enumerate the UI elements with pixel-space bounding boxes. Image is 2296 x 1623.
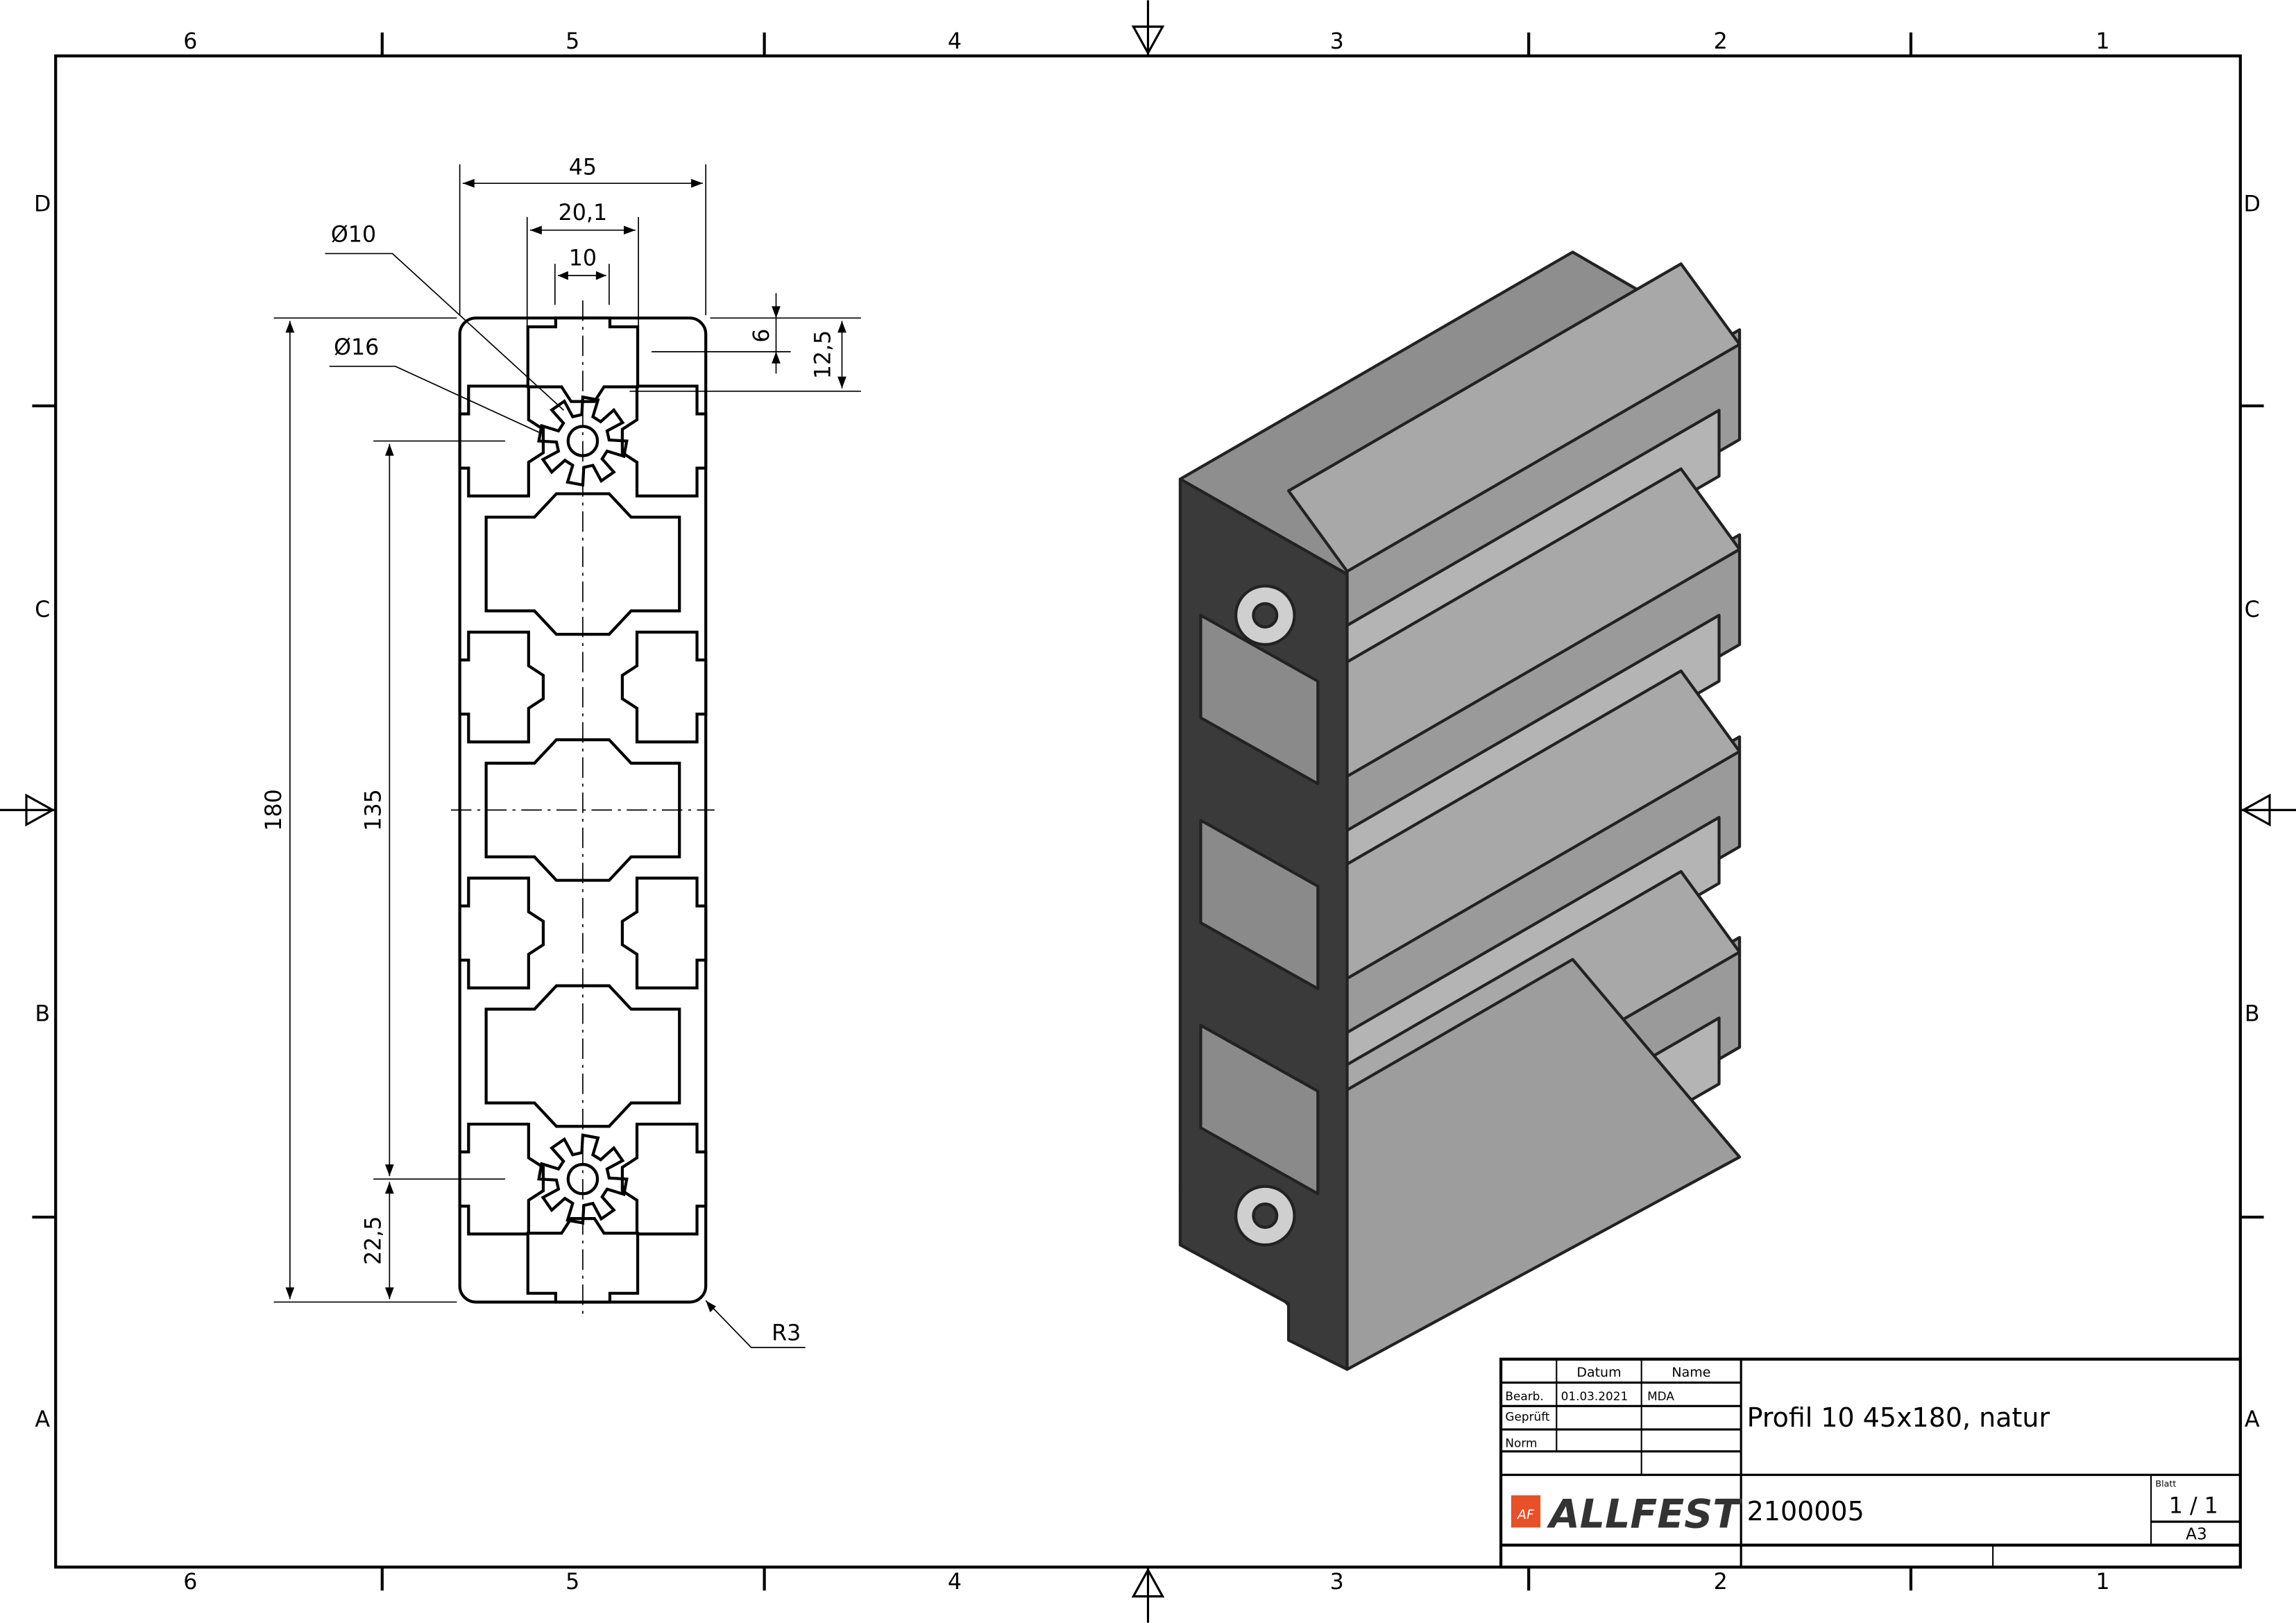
part-number: 2100005 — [1747, 1496, 1864, 1527]
zone-row-label: A — [35, 1407, 50, 1432]
front-cavity — [1199, 819, 1320, 990]
zone-row-label: B — [35, 1001, 50, 1026]
zone-row-label: D — [2244, 192, 2261, 216]
dim-slot-opening: 10 — [569, 246, 597, 271]
dim-bore-large: Ø16 — [334, 335, 379, 360]
row-checked-label: Geprüft — [1505, 1409, 1549, 1423]
inner-cavity — [484, 492, 681, 636]
zone-column-label: 2 — [1714, 29, 1728, 54]
t-slot — [620, 1122, 708, 1236]
dimensions — [273, 164, 861, 1348]
zone-row-label: D — [34, 192, 51, 216]
zone-column-label: 4 — [948, 29, 962, 54]
col-name-header: Name — [1672, 1365, 1710, 1380]
front-bore-core — [1252, 1202, 1279, 1229]
zone-row-label: C — [2245, 597, 2260, 622]
dim-radius: R3 — [772, 1320, 801, 1345]
front-cavity — [1199, 1023, 1320, 1196]
drawing-title: Profil 10 45x180, natur — [1747, 1402, 2050, 1433]
zone-column-label: 5 — [566, 1570, 579, 1595]
zone-column-label: 6 — [183, 29, 197, 54]
inner-cavity — [484, 738, 681, 882]
svg-text:ALLFEST: ALLFEST — [1547, 1491, 1743, 1537]
t-slot — [458, 630, 545, 744]
dim-height-pitch: 135 — [362, 789, 386, 831]
sheet-number: 1 / 1 — [2169, 1493, 2218, 1518]
drawn-name: MDA — [1647, 1389, 1674, 1403]
side-rail — [1286, 262, 1742, 573]
dim-bore-small: Ø10 — [331, 223, 376, 248]
center-bore — [537, 1133, 629, 1225]
zone-row-label: C — [35, 597, 50, 622]
t-slot — [526, 316, 640, 403]
zone-column-label: 1 — [2095, 1570, 2109, 1595]
zone-column-label: 4 — [948, 1570, 962, 1595]
title-block — [1499, 1357, 2242, 1569]
paper-format: A3 — [2186, 1524, 2207, 1543]
center-lines — [450, 300, 715, 1318]
col-date-header: Datum — [1576, 1365, 1621, 1380]
profile-isometric-view — [1178, 250, 1742, 1371]
t-slot — [458, 876, 545, 989]
t-slot — [620, 630, 708, 744]
front-cavity — [1199, 613, 1320, 785]
zone-row-label: A — [2245, 1407, 2260, 1432]
zone-column-label: 3 — [1330, 29, 1344, 54]
zone-column-label: 2 — [1714, 1570, 1728, 1595]
center-bore — [537, 395, 629, 487]
dim-slot-depth-2: 12,5 — [811, 330, 836, 379]
allfest-logo: AF ALLFEST — [1511, 1491, 1742, 1537]
zone-row-label: B — [2245, 1001, 2260, 1026]
dim-height-total: 180 — [262, 789, 287, 831]
drawn-date: 01.03.2021 — [1561, 1389, 1629, 1403]
dim-height-offset: 22,5 — [362, 1216, 386, 1265]
dim-width: 45 — [569, 155, 597, 180]
front-bore-core — [1252, 602, 1279, 629]
dim-slot-depth-1: 6 — [749, 329, 774, 343]
dim-slot-outer: 20,1 — [559, 201, 607, 226]
zone-ticks — [32, 32, 2264, 1591]
row-norm-label: Norm — [1505, 1436, 1537, 1450]
zone-column-label: 6 — [183, 1570, 197, 1595]
sheet-label: Blatt — [2155, 1478, 2176, 1488]
inner-cavity — [484, 984, 681, 1128]
zone-column-label: 5 — [566, 29, 579, 54]
svg-text:AF: AF — [1516, 1507, 1535, 1522]
row-drawn-label: Bearb. — [1505, 1389, 1543, 1403]
zone-column-label: 1 — [2095, 29, 2109, 54]
zone-column-label: 3 — [1330, 1570, 1344, 1595]
profile-cross-section — [450, 300, 715, 1318]
t-slot — [620, 384, 708, 498]
t-slot — [620, 876, 708, 989]
